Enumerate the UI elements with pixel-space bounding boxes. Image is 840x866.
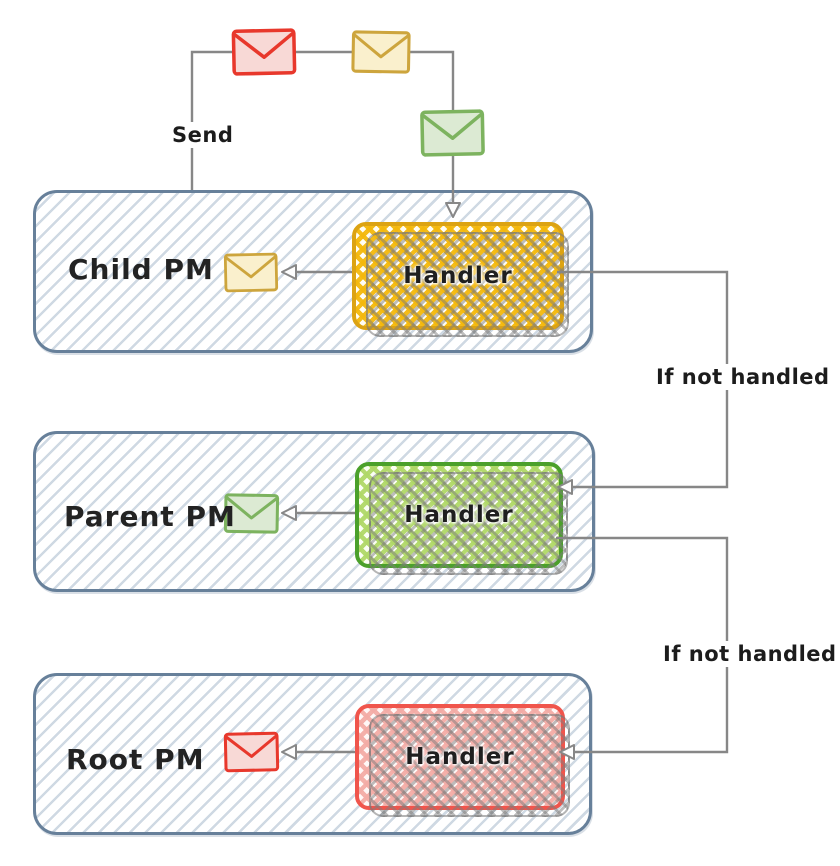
envelope-red-icon (231, 28, 297, 76)
envelope-green-icon (420, 109, 485, 157)
parent-pm-label: Parent PM (64, 500, 236, 533)
parent-handler-node: Handler (355, 462, 568, 575)
root-envelope-red-icon (223, 731, 280, 773)
child-handler-label: Handler (403, 263, 513, 289)
child-handler-node: Handler (352, 222, 569, 337)
parent-handler-label: Handler (404, 502, 514, 528)
if-not-handled-label-1: If not handled (652, 364, 834, 390)
send-wire-label: Send (168, 122, 238, 148)
root-pm-label: Root PM (66, 743, 205, 776)
child-pm-label: Child PM (68, 253, 214, 286)
child-envelope-yellow-icon (223, 252, 279, 293)
envelope-yellow-icon (351, 30, 411, 74)
root-handler-node: Handler (355, 704, 570, 817)
root-handler-label: Handler (405, 744, 515, 770)
parent-envelope-green-icon (223, 493, 280, 534)
if-not-handled-label-2: If not handled (659, 641, 840, 667)
